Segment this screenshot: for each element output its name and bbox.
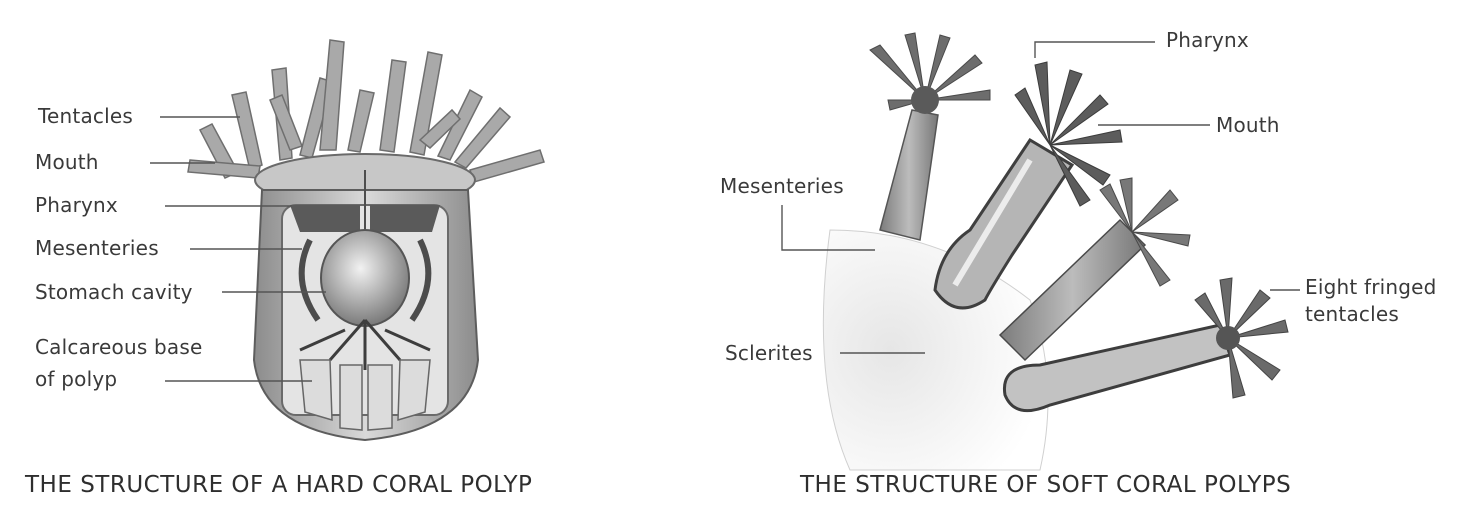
soft-coral-caption: THE STRUCTURE OF SOFT CORAL POLYPS [800, 472, 1291, 498]
label-tentacles: Tentacles [38, 104, 133, 128]
label-mesenteries-soft: Mesenteries [720, 174, 844, 198]
label-pharynx-soft: Pharynx [1166, 28, 1249, 52]
label-calcareous-base-line1: Calcareous base [35, 335, 202, 359]
label-mouth-soft: Mouth [1216, 113, 1280, 137]
label-sclerites: Sclerites [725, 341, 813, 365]
soft-coral-diagram: Pharynx Mouth Mesenteries Eight fringed … [700, 0, 1465, 506]
label-calcareous-base-line2: of polyp [35, 367, 117, 391]
label-eight-fringed-line2: tentacles [1305, 302, 1399, 326]
label-eight-fringed-line1: Eight fringed [1305, 275, 1437, 299]
label-mesenteries: Mesenteries [35, 236, 159, 260]
hard-coral-diagram: Tentacles Mouth Pharynx Mesenteries Stom… [0, 0, 700, 506]
label-pharynx: Pharynx [35, 193, 118, 217]
soft-coral-polyps-illustration [700, 0, 1465, 506]
label-stomach-cavity: Stomach cavity [35, 280, 193, 304]
hard-coral-caption: THE STRUCTURE OF A HARD CORAL POLYP [25, 472, 532, 498]
label-mouth: Mouth [35, 150, 99, 174]
